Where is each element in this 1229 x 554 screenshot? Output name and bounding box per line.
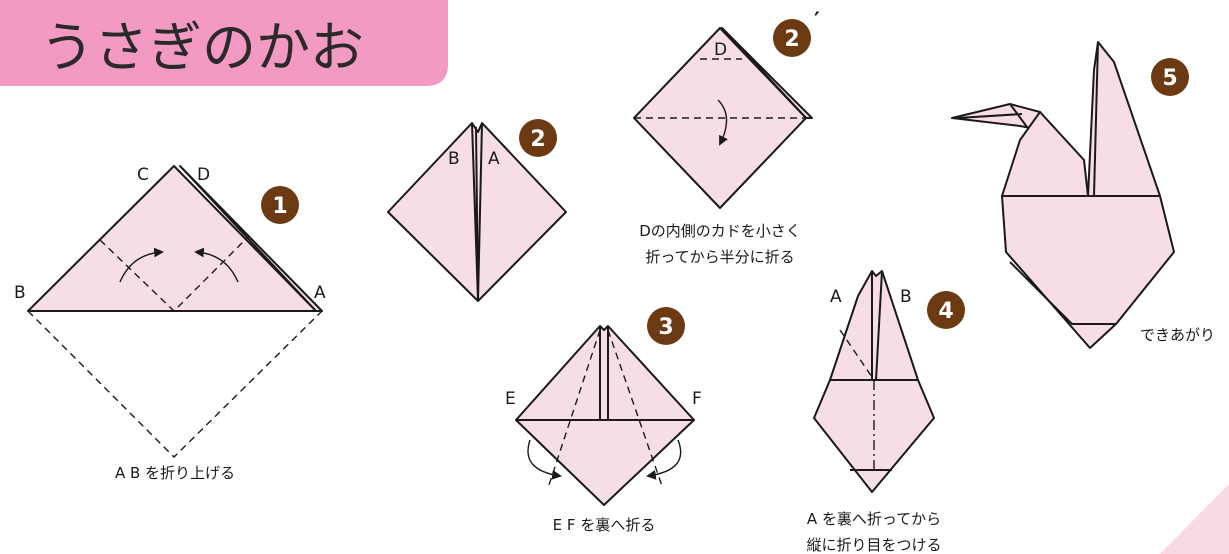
step-1-caption: A B を折り上げる xyxy=(115,464,235,482)
step-4-caption-line-1: A を裏へ折ってから xyxy=(807,510,941,528)
step-1-label-c: C xyxy=(137,165,149,185)
step-2p-inner-edges xyxy=(723,29,807,119)
step-3-caption: E F を裏へ折る xyxy=(553,516,656,534)
step-3-arrow-right xyxy=(646,439,682,480)
step-1-label-d: D xyxy=(197,165,210,185)
step-1-bottom-square-outline xyxy=(27,310,323,458)
step-4-center-lines xyxy=(871,270,883,381)
step-2p-label-d: D xyxy=(714,40,727,60)
step-1-label-b: B xyxy=(14,283,26,303)
step-3-arrow-left xyxy=(527,439,562,480)
step-4-fold-lines xyxy=(839,329,875,381)
page-title: うさぎのかお xyxy=(40,16,364,79)
step-3-center-lines xyxy=(599,326,609,420)
step-3: E F 3 E F を裏へ折る xyxy=(505,307,702,534)
step-4-badge xyxy=(927,291,965,329)
step-1-badge xyxy=(261,186,299,224)
step-2-center-lines xyxy=(471,122,483,302)
step-2: B A 2 xyxy=(387,119,567,302)
step-2p-caption-line-2: 折ってから半分に折る xyxy=(645,248,794,266)
step-2-badge xyxy=(519,119,557,157)
step-3-bottom-shape xyxy=(515,419,695,506)
step-2p-prime-mark: ′ xyxy=(814,9,820,34)
step-4-label-b: B xyxy=(900,287,912,307)
step-2p-fold-lines xyxy=(634,58,806,119)
step-2p-badge xyxy=(773,19,811,57)
step-4-label-a: A xyxy=(830,287,842,307)
step-1-arrow-left xyxy=(119,247,164,283)
step-2-label-a: A xyxy=(488,149,500,169)
step-2p-arrow xyxy=(717,99,728,146)
step-5-face-bottom xyxy=(1009,261,1116,325)
step-1: C D B A 1 A B を折り上げる xyxy=(14,165,326,482)
step-3-number: 3 xyxy=(658,315,673,340)
step-2-number: 2 xyxy=(530,127,545,152)
title-banner: うさぎのかお xyxy=(0,0,448,86)
step-5-badge xyxy=(1151,58,1189,96)
step-5-caption: できあがり xyxy=(1140,326,1215,344)
step-4-number: 4 xyxy=(938,299,953,324)
step-4: A B 4 A を裏へ折ってから 縦に折り目をつける xyxy=(806,270,965,554)
step-3-top-shape xyxy=(515,325,695,421)
step-2-label-b: B xyxy=(448,149,460,169)
step-3-fold-lines xyxy=(547,329,663,489)
step-4-caption-line-2: 縦に折り目をつける xyxy=(806,536,941,554)
step-2p-caption-line-1: Dの内側のカドを小さく xyxy=(639,222,801,240)
step-1-number: 1 xyxy=(272,194,287,219)
step-2-prime: D 2 ′ Dの内側のカドを小さく 折ってから半分に折る xyxy=(633,9,820,266)
step-2p-number: 2 xyxy=(784,27,799,52)
step-5-ear-line xyxy=(1093,41,1099,197)
step-3-label-f: F xyxy=(692,389,702,409)
step-5-right-ear xyxy=(1087,41,1161,197)
corner-accent xyxy=(1160,484,1229,554)
step-1-arrow-right xyxy=(194,247,239,283)
title-background xyxy=(0,0,448,86)
step-3-badge xyxy=(647,307,685,345)
step-1-label-a: A xyxy=(314,283,326,303)
step-3-label-e: E xyxy=(505,389,516,409)
step-5-number: 5 xyxy=(1162,66,1177,91)
step-5: 5 できあがり xyxy=(951,41,1215,349)
